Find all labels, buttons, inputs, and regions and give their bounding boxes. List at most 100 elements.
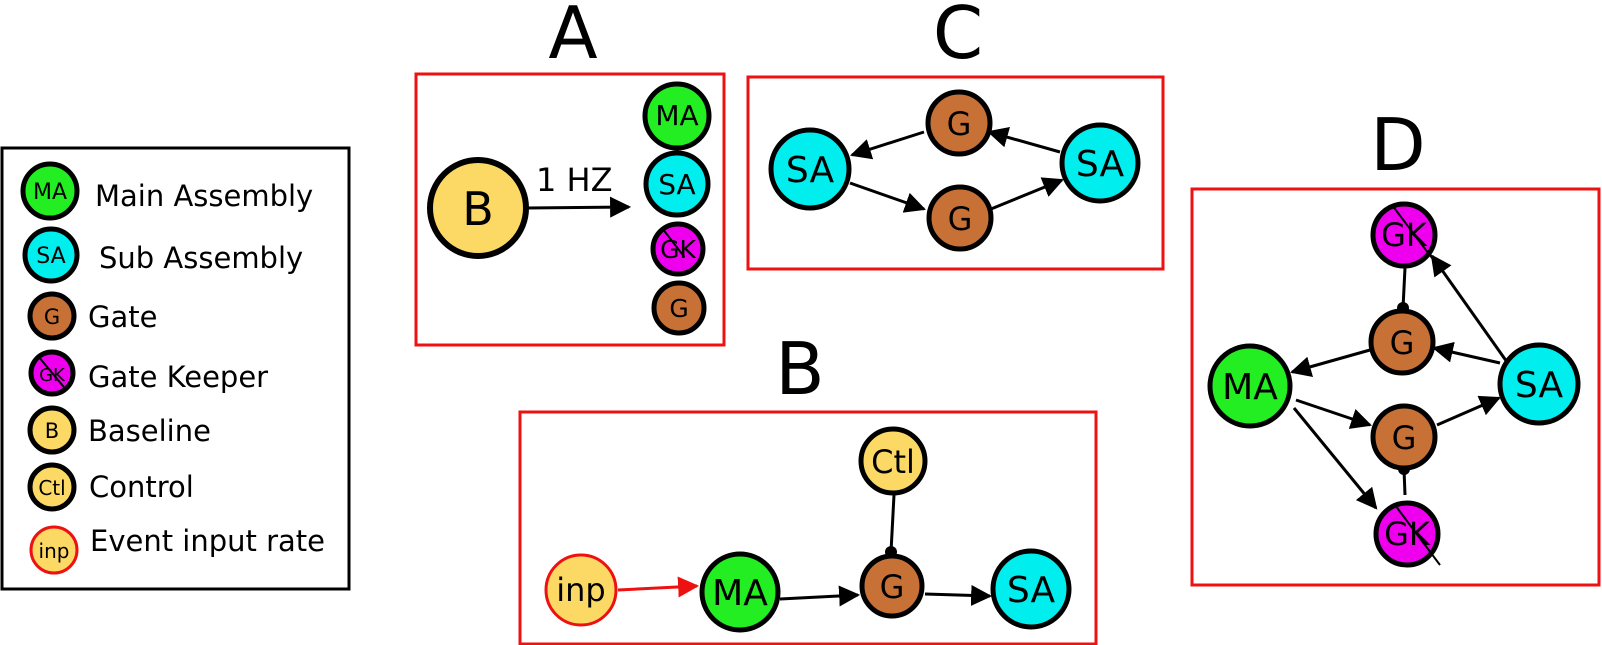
- panel-a-node-main-assembly-label: MA: [655, 99, 698, 132]
- panel-a-gate-keeper-slash-icon: [661, 227, 687, 271]
- panel-a-node-baseline: [427, 157, 529, 259]
- panel-a-node-sub-assembly: [643, 150, 711, 218]
- panel-d-edge-gate-bottom-to-sub: [1436, 395, 1501, 427]
- legend-item-baseline: B Baseline: [27, 405, 211, 455]
- panel-b-node-main-assembly: [699, 551, 781, 633]
- panel-b-node-gate: [859, 553, 925, 619]
- panel-c-edge-right-to-gate-top: [986, 127, 1061, 154]
- panel-b-border: [518, 410, 1098, 645]
- panel-a-node-sub-assembly-label: SA: [658, 168, 695, 201]
- panel-d-edge-main-to-gate-bottom: [1295, 398, 1372, 429]
- panel-c-edge-left-to-gate-bottom: [849, 181, 926, 213]
- panel-b-input-arrow: [617, 576, 700, 598]
- panel-a: A 1 HZ B MA SA GK G: [414, 0, 726, 347]
- panel-d-node-gate-top-label: G: [1390, 324, 1415, 362]
- legend-gate-keeper-abbr: GK: [39, 365, 66, 386]
- panel-c-edge-gate-top-to-left: [849, 130, 925, 160]
- panel-c-node-gate-top: [925, 89, 993, 157]
- panel-c-border: [746, 75, 1165, 271]
- panel-d-edge-main-to-keeper-bottom: [1292, 407, 1378, 510]
- panel-c-title: C: [933, 0, 983, 75]
- panel-c-node-gate-bottom-label: G: [948, 200, 973, 238]
- panel-c-node-sub-assembly-left-label: SA: [786, 150, 835, 191]
- legend-baseline-abbr: B: [45, 419, 59, 443]
- legend-sub-assembly-label: Sub Assembly: [99, 241, 303, 275]
- legend-item-gate: G Gate: [27, 291, 157, 341]
- panel-d-inhibitory-gate-to-keeper-top: [1401, 267, 1407, 309]
- panel-a-node-gate-label: G: [669, 294, 688, 323]
- panel-a-rate-arrow: [526, 196, 632, 218]
- panel-b: B inp MA G SA Ctl: [518, 327, 1098, 645]
- panel-d-node-gate-keeper-top: [1370, 201, 1438, 269]
- legend-input-abbr: inp: [39, 539, 70, 563]
- legend-baseline-node-icon: [27, 405, 77, 455]
- legend-item-control: Ctl Control: [27, 462, 194, 512]
- panel-b-node-sub-assembly: [990, 548, 1072, 630]
- legend-gate-keeper-slash-icon: [37, 355, 69, 393]
- legend-baseline-label: Baseline: [88, 414, 211, 448]
- panel-b-node-sub-assembly-label: SA: [1007, 570, 1056, 611]
- legend-control-label: Control: [89, 470, 194, 504]
- panel-b-node-gate-label: G: [880, 568, 905, 606]
- legend-item-sub-assembly: SA Sub Assembly: [22, 226, 303, 284]
- panel-d-title: D: [1370, 103, 1425, 187]
- panel-d-node-sub-assembly: [1497, 342, 1581, 426]
- panel-d-gate-keeper-top-slash-icon: [1391, 204, 1439, 267]
- legend-input-node-icon: [29, 525, 79, 575]
- panel-d-node-gate-keeper-bottom: [1373, 500, 1441, 568]
- legend-control-abbr: Ctl: [38, 476, 65, 500]
- panel-d-border: [1190, 187, 1601, 587]
- legend-item-main-assembly: MA Main Assembly: [20, 161, 313, 221]
- panel-b-edge-gate-to-sub: [924, 584, 993, 606]
- legend-item-gate-keeper: GK Gate Keeper: [28, 349, 268, 397]
- panel-b-node-main-assembly-label: MA: [712, 573, 768, 614]
- panel-a-title: A: [548, 0, 597, 75]
- panel-b-inhibitory-control-link: [889, 494, 896, 553]
- panel-d-edge-sub-to-gate-top: [1431, 341, 1501, 365]
- legend-main-assembly-abbr: MA: [33, 180, 67, 205]
- legend-gate-keeper-label: Gate Keeper: [88, 360, 268, 394]
- legend-sub-assembly-abbr: SA: [36, 244, 65, 269]
- panel-d-node-sub-assembly-label: SA: [1515, 365, 1564, 406]
- legend-control-node-icon: [27, 462, 77, 512]
- panel-c-node-sub-assembly-left: [768, 127, 852, 211]
- panel-d-node-main-assembly-label: MA: [1222, 367, 1278, 408]
- panel-a-rate-label: 1 HZ: [536, 161, 613, 199]
- panel-a-node-baseline-label: B: [462, 182, 494, 236]
- legend-sub-assembly-node-icon: [22, 226, 80, 284]
- legend: MA Main Assembly SA Sub Assembly G Gate …: [0, 146, 351, 591]
- panel-b-node-input-label: inp: [556, 571, 605, 609]
- panel-d: D GK G MA SA G GK: [1190, 103, 1601, 587]
- panel-d-node-gate-keeper-bottom-label: GK: [1384, 515, 1431, 553]
- panel-b-node-input: [544, 553, 618, 627]
- panel-c-node-gate-top-label: G: [947, 105, 972, 143]
- panel-c-edge-gate-bottom-to-right: [990, 177, 1064, 211]
- legend-gate-node-icon: [27, 291, 77, 341]
- panel-d-node-main-assembly: [1207, 343, 1293, 429]
- panel-d-node-gate-bottom-label: G: [1392, 419, 1417, 457]
- legend-event-input-rate-label: Event input rate: [90, 524, 325, 558]
- panel-d-node-gate-top: [1368, 308, 1436, 376]
- panel-a-node-gate: [651, 280, 707, 336]
- legend-main-assembly-label: Main Assembly: [95, 179, 313, 213]
- panel-a-node-main-assembly: [642, 81, 712, 151]
- panel-a-node-gate-keeper-label: GK: [660, 235, 696, 264]
- panel-c: C SA G G SA: [746, 0, 1165, 271]
- panel-c-node-sub-assembly-right-label: SA: [1076, 144, 1125, 185]
- panel-b-node-control-label: Ctl: [871, 443, 915, 481]
- panel-b-node-control: [858, 426, 928, 496]
- panel-d-node-gate-bottom: [1370, 403, 1438, 471]
- panel-b-title: B: [775, 327, 824, 411]
- legend-item-event-input-rate: inp Event input rate: [29, 524, 325, 575]
- panel-a-border: [414, 72, 726, 347]
- panel-c-node-gate-bottom: [926, 184, 994, 252]
- legend-gate-abbr: G: [44, 305, 60, 329]
- panel-d-gate-keeper-bottom-slash-icon: [1394, 504, 1441, 566]
- panel-d-edge-sub-to-keeper-top: [1430, 254, 1509, 363]
- panel-d-edge-gate-top-to-main: [1289, 348, 1371, 377]
- panel-c-node-sub-assembly-right: [1059, 122, 1141, 204]
- panel-b-edge-main-to-gate: [779, 585, 861, 607]
- panel-d-node-gate-keeper-top-label: GK: [1381, 216, 1428, 254]
- legend-gate-label: Gate: [88, 300, 157, 334]
